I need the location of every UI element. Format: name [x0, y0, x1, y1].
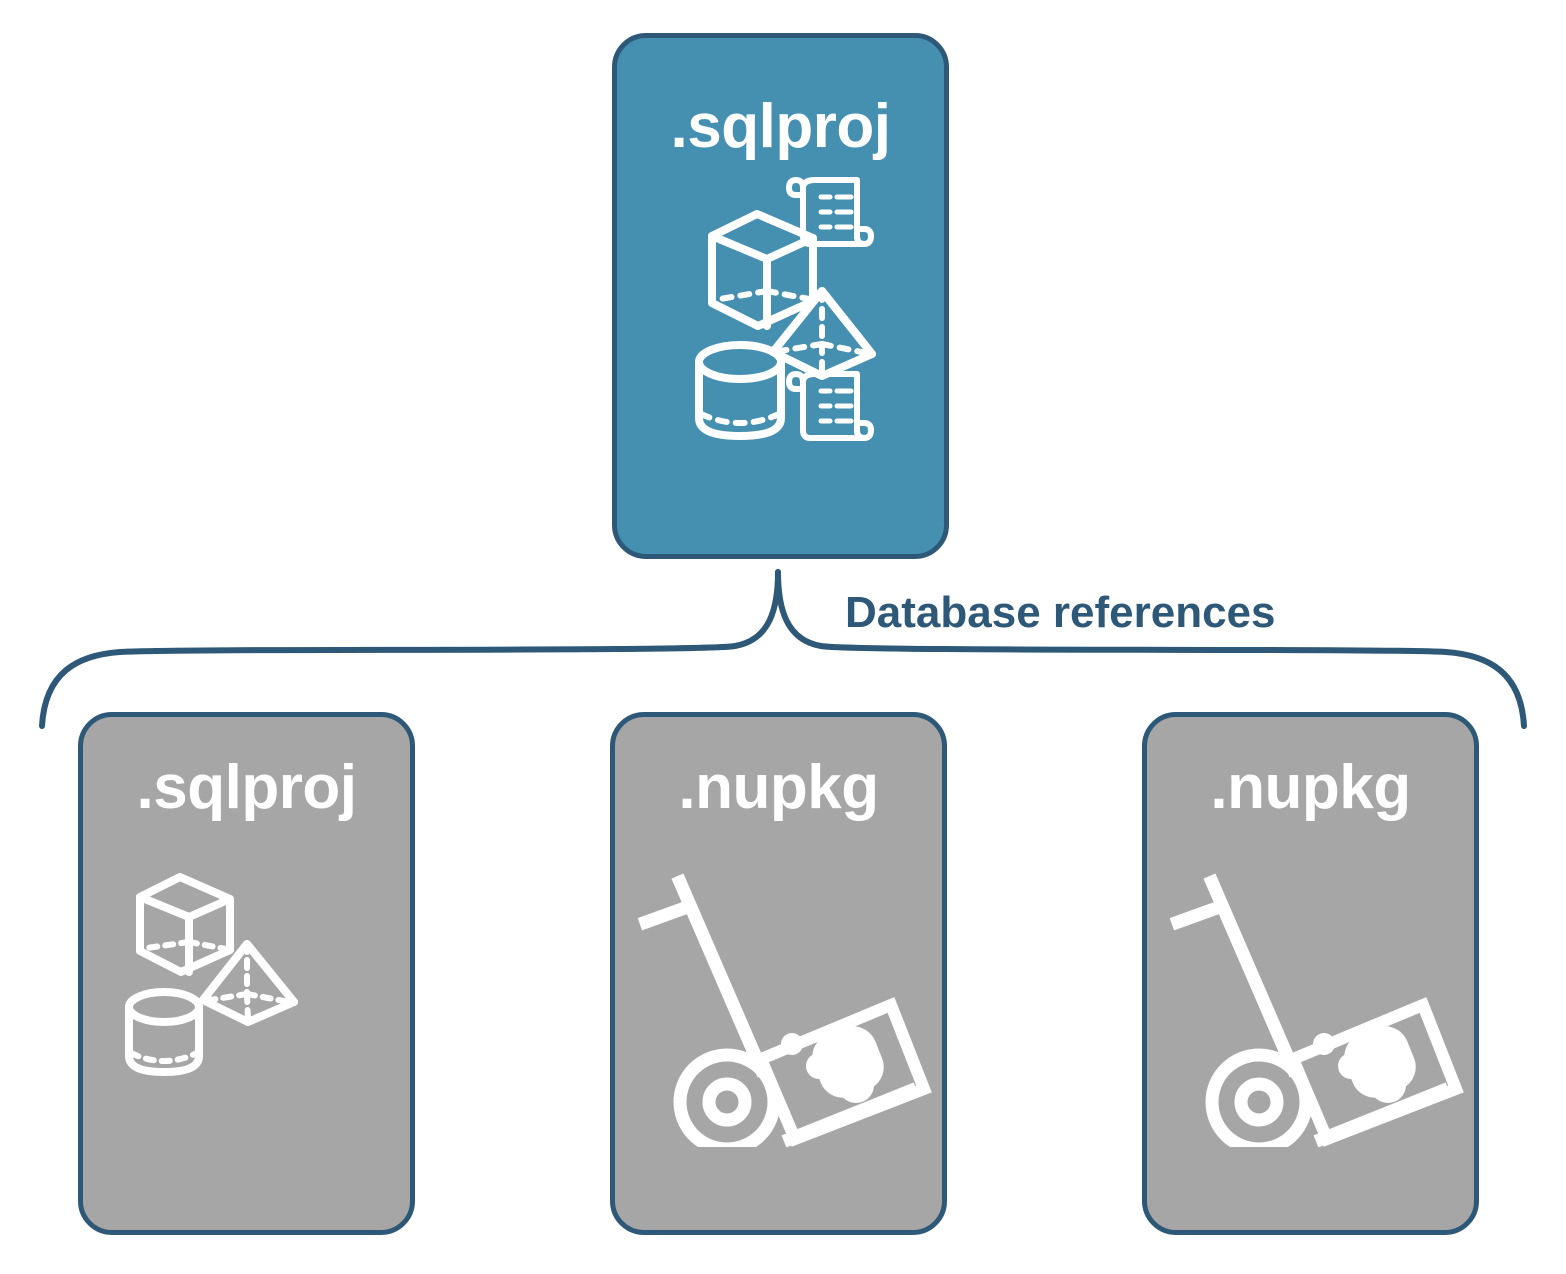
reference-node-label-0: .sqlproj: [136, 753, 357, 822]
nupkg-hand-truck-svg: [637, 873, 932, 1147]
reference-node-card-sqlproj[interactable]: .sqlproj: [78, 712, 415, 1235]
reference-node-label-1: .nupkg: [678, 753, 879, 822]
connector-label: Database references: [845, 588, 1276, 637]
hand-truck-package-icon: [637, 873, 932, 1147]
script-scroll-icon: [786, 371, 874, 441]
root-node-label: .sqlproj: [670, 92, 891, 161]
hand-truck-package-icon: [1169, 873, 1464, 1147]
reference-node-icon-group-2: [1147, 847, 1474, 1147]
nupkg-hand-truck-svg: [1169, 873, 1464, 1147]
cube-icon: [136, 873, 234, 976]
script-scroll-icon: [786, 177, 874, 247]
brace-left-half: [39, 569, 781, 729]
pyramid-icon: [769, 287, 876, 380]
nuget-logo-mark: [1313, 1026, 1416, 1103]
reference-node-label-2: .nupkg: [1210, 753, 1411, 822]
cylinder-icon: [695, 341, 785, 440]
root-node-icon-group: [617, 166, 944, 446]
root-node-card-sqlproj[interactable]: .sqlproj: [612, 33, 949, 559]
reference-node-card-nupkg-1[interactable]: .nupkg: [610, 712, 947, 1235]
cube-icon: [708, 210, 817, 330]
sqlproj-shapes-svg: [125, 873, 298, 1076]
pyramid-icon: [199, 940, 298, 1026]
reference-node-icon-group-1: [615, 847, 942, 1147]
reference-node-card-nupkg-2[interactable]: .nupkg: [1142, 712, 1479, 1235]
reference-node-icon-group-0: [83, 857, 410, 1097]
root-node-icons-svg: [695, 177, 876, 441]
cylinder-icon: [125, 988, 203, 1076]
nuget-logo-mark: [781, 1026, 884, 1103]
